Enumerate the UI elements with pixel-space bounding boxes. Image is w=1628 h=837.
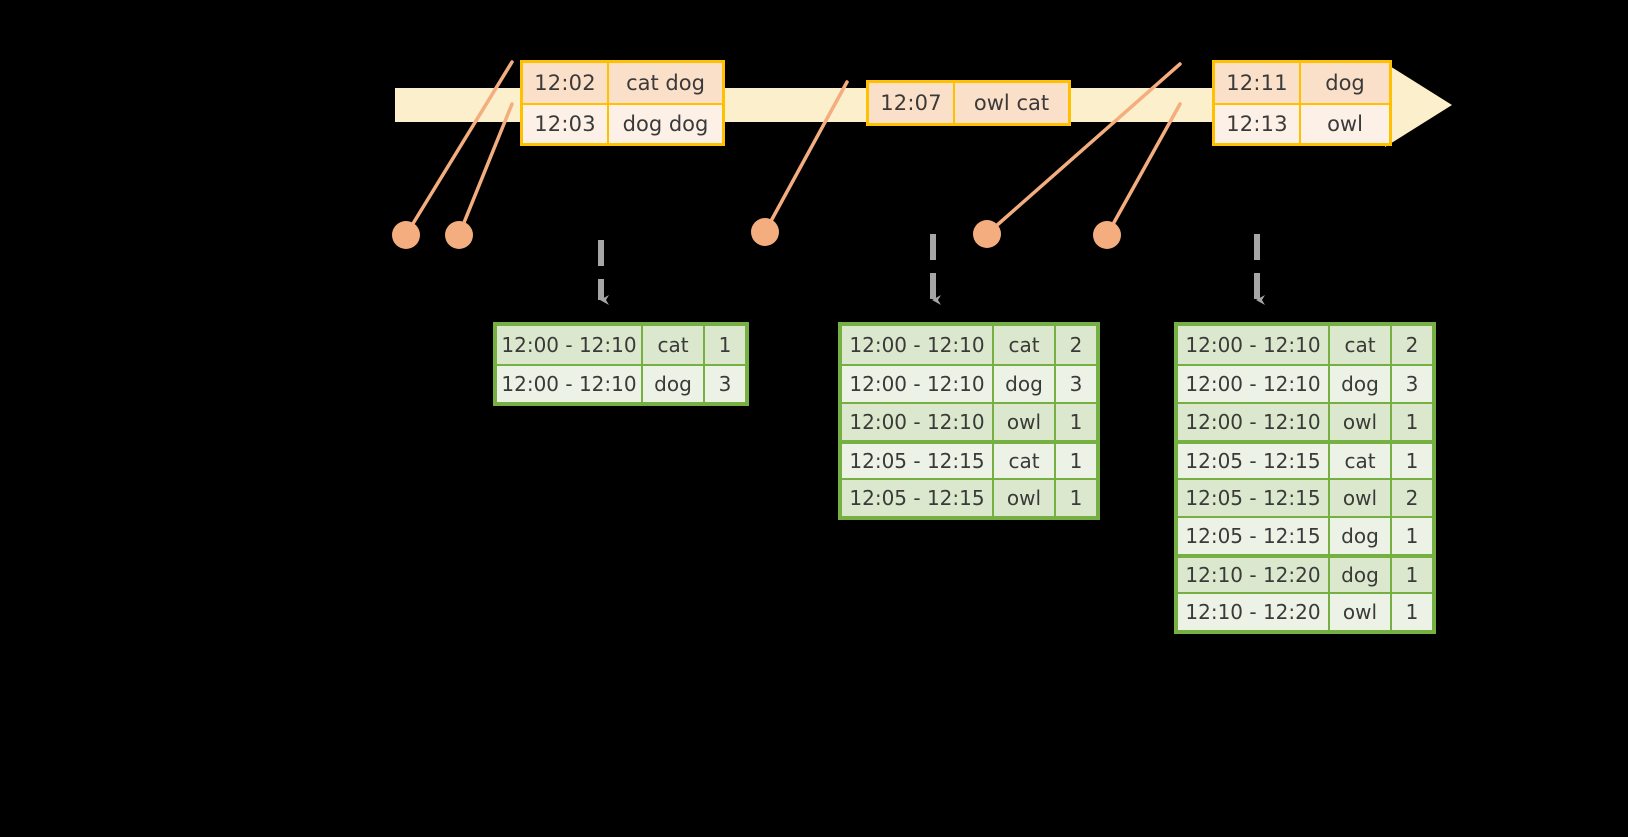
dot-1213-icon [1093, 221, 1121, 249]
cell-window: 12:00 - 12:10 [1178, 366, 1330, 402]
cell-word: dog [1330, 366, 1392, 402]
cell-word: cat [1330, 444, 1392, 478]
event-words: dog [1325, 71, 1365, 95]
event-row: 12:02 cat dog [523, 63, 722, 103]
cell-window: 12:00 - 12:10 [842, 326, 994, 364]
cell-window: 12:00 - 12:10 [497, 326, 643, 364]
cell-window: 12:10 - 12:20 [1178, 558, 1330, 592]
cell-word: dog [643, 366, 705, 402]
cell-window: 12:00 - 12:10 [1178, 404, 1330, 440]
table-row: 12:05 - 12:15 cat 1 [842, 440, 1096, 478]
cell-word: owl [1330, 404, 1392, 440]
cell-count: 1 [1069, 449, 1083, 473]
cell-count: 1 [1405, 449, 1419, 473]
event-group-2: 12:07 owl cat [866, 80, 1071, 126]
cell-word: owl [994, 480, 1056, 516]
table-row: 12:10 - 12:20 dog 1 [1178, 554, 1432, 592]
cell-count: 1 [1069, 486, 1083, 510]
connector-line-1203 [457, 102, 514, 237]
event-group-1: 12:02 cat dog 12:03 dog dog [520, 60, 725, 146]
cell-count: 2 [1405, 486, 1419, 510]
cell-window: 12:05 - 12:15 [1178, 444, 1330, 478]
cell-word: cat [1330, 326, 1392, 364]
table-row: 12:00 - 12:10 cat 2 [842, 326, 1096, 364]
cell-count: 2 [1069, 333, 1083, 357]
cell-window: 12:00 - 12:10 [497, 366, 643, 402]
table-row: 12:00 - 12:10 cat 2 [1178, 326, 1432, 364]
table-row: 12:00 - 12:10 owl 1 [842, 402, 1096, 440]
event-words: owl cat [973, 91, 1050, 115]
cell-count: 1 [1405, 524, 1419, 548]
event-row: 12:11 dog [1215, 63, 1389, 103]
event-time: 12:07 [869, 83, 955, 123]
result-table-2: 12:00 - 12:10 cat 2 12:00 - 12:10 dog 3 … [838, 322, 1100, 520]
event-words: cat dog [626, 71, 705, 95]
event-row: 12:07 owl cat [869, 83, 1068, 123]
cell-count: 2 [1405, 333, 1419, 357]
table-row: 12:00 - 12:10 dog 3 [497, 364, 745, 402]
event-time: 12:02 [523, 63, 609, 103]
cell-count: 1 [1405, 600, 1419, 624]
cell-count: 1 [1069, 410, 1083, 434]
cell-window: 12:05 - 12:15 [842, 480, 994, 516]
connector-line-1207 [763, 80, 849, 234]
table-row: 12:05 - 12:15 dog 1 [1178, 516, 1432, 554]
cell-word: dog [1330, 558, 1392, 592]
event-time: 12:03 [523, 105, 609, 143]
event-words: dog dog [622, 112, 709, 136]
cell-word: cat [994, 326, 1056, 364]
table-row: 12:05 - 12:15 cat 1 [1178, 440, 1432, 478]
cell-window: 12:05 - 12:15 [842, 444, 994, 478]
cell-window: 12:00 - 12:10 [842, 366, 994, 402]
event-words: owl [1327, 112, 1363, 136]
dot-1202-icon [392, 221, 420, 249]
table-row: 12:05 - 12:15 owl 1 [842, 478, 1096, 516]
event-time: 12:13 [1215, 105, 1301, 143]
cell-window: 12:05 - 12:15 [1178, 518, 1330, 554]
cell-count: 3 [1405, 372, 1419, 396]
table-row: 12:00 - 12:10 dog 3 [1178, 364, 1432, 402]
dashed-arrows [598, 234, 1265, 305]
connector-line-1213 [1105, 102, 1182, 237]
cell-count: 1 [718, 333, 732, 357]
cell-count: 3 [718, 372, 732, 396]
table-row: 12:10 - 12:20 owl 1 [1178, 592, 1432, 630]
cell-window: 12:10 - 12:20 [1178, 594, 1330, 630]
dot-1207-icon [751, 218, 779, 246]
dot-1203-icon [445, 221, 473, 249]
event-group-3: 12:11 dog 12:13 owl [1212, 60, 1392, 146]
cell-window: 12:00 - 12:10 [842, 404, 994, 440]
result-table-1: 12:00 - 12:10 cat 1 12:00 - 12:10 dog 3 [493, 322, 749, 406]
table-row: 12:05 - 12:15 owl 2 [1178, 478, 1432, 516]
cell-window: 12:05 - 12:15 [1178, 480, 1330, 516]
cell-word: dog [994, 366, 1056, 402]
cell-window: 12:00 - 12:10 [1178, 326, 1330, 364]
cell-count: 1 [1405, 563, 1419, 587]
dot-1211-icon [973, 220, 1001, 248]
cell-word: dog [1330, 518, 1392, 554]
table-row: 12:00 - 12:10 dog 3 [842, 364, 1096, 402]
cell-word: owl [1330, 480, 1392, 516]
cell-word: owl [994, 404, 1056, 440]
event-time: 12:11 [1215, 63, 1301, 103]
event-dots [392, 218, 1121, 249]
cell-word: cat [643, 326, 705, 364]
event-row: 12:03 dog dog [523, 103, 722, 143]
table-row: 12:00 - 12:10 owl 1 [1178, 402, 1432, 440]
cell-word: owl [1330, 594, 1392, 630]
connector-line-1202 [404, 60, 514, 237]
result-table-3: 12:00 - 12:10 cat 2 12:00 - 12:10 dog 3 … [1174, 322, 1436, 634]
event-row: 12:13 owl [1215, 103, 1389, 143]
table-row: 12:00 - 12:10 cat 1 [497, 326, 745, 364]
cell-count: 3 [1069, 372, 1083, 396]
cell-word: cat [994, 444, 1056, 478]
cell-count: 1 [1405, 410, 1419, 434]
